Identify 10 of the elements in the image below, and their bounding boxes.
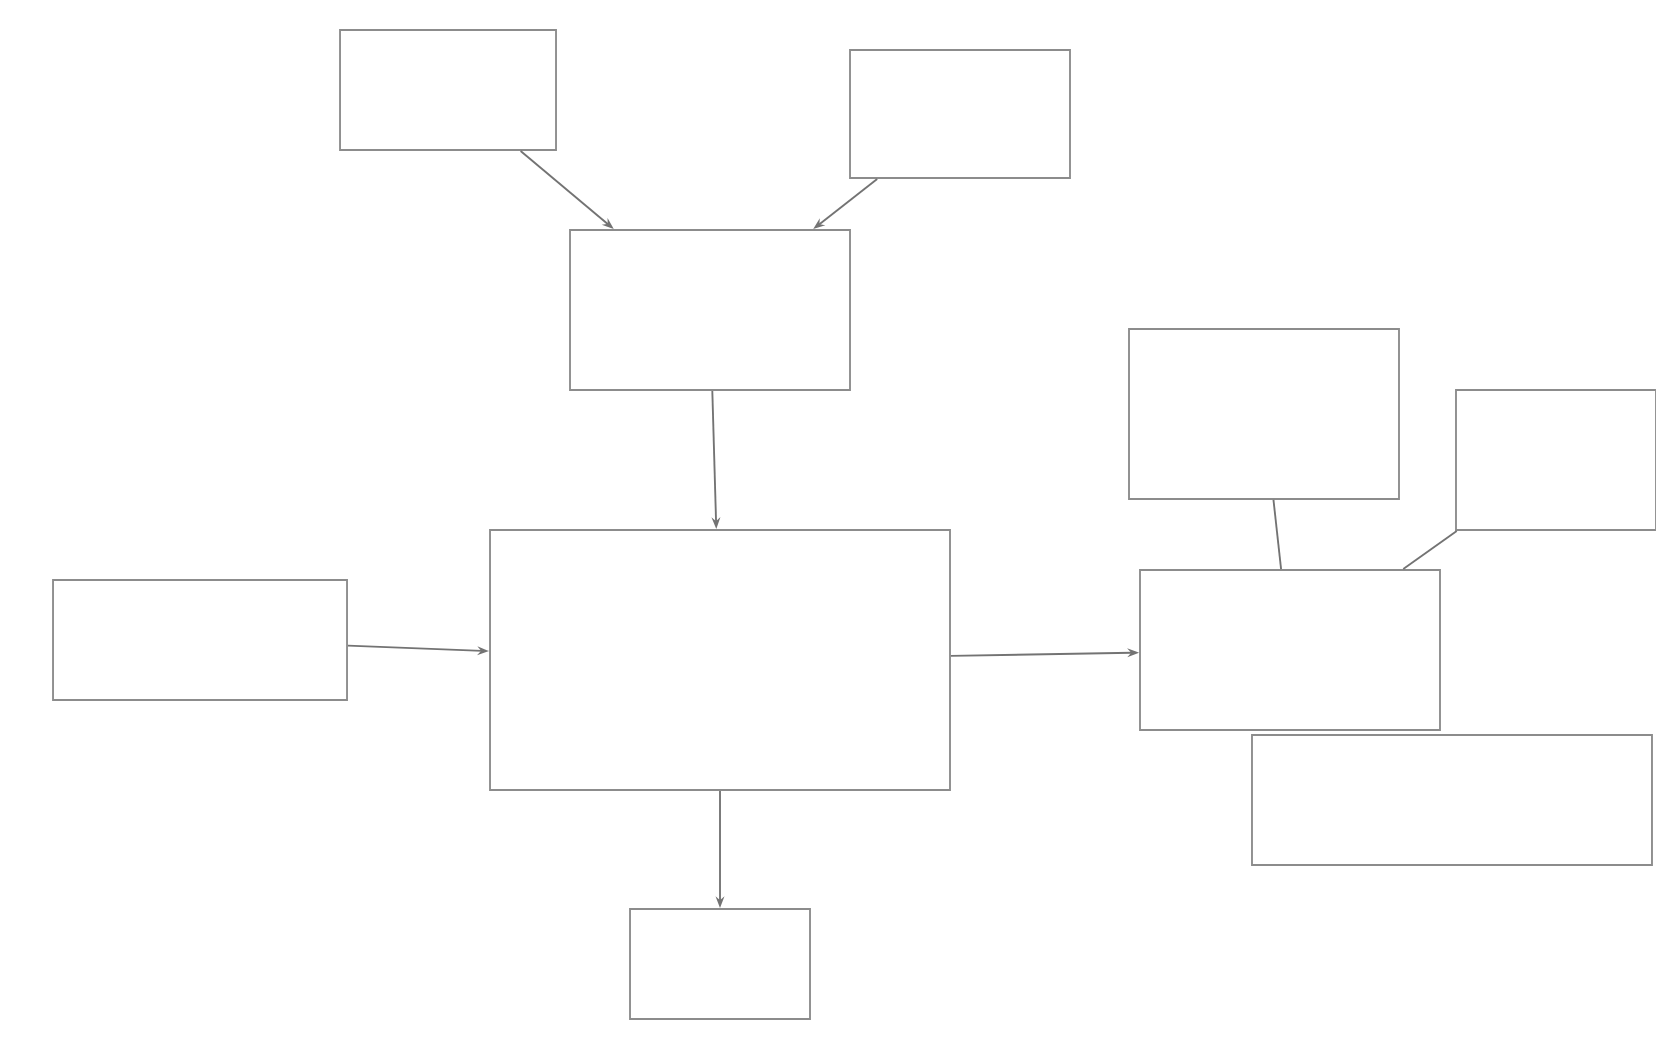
process-box xyxy=(52,579,348,701)
process-box xyxy=(339,29,557,151)
process-box xyxy=(849,49,1071,179)
process-box xyxy=(1128,328,1400,500)
process-box xyxy=(569,229,851,391)
process-box xyxy=(1139,569,1441,731)
process-box xyxy=(489,529,951,791)
process-box xyxy=(1251,734,1653,866)
process-box xyxy=(1455,389,1656,531)
process-box xyxy=(629,908,811,1020)
